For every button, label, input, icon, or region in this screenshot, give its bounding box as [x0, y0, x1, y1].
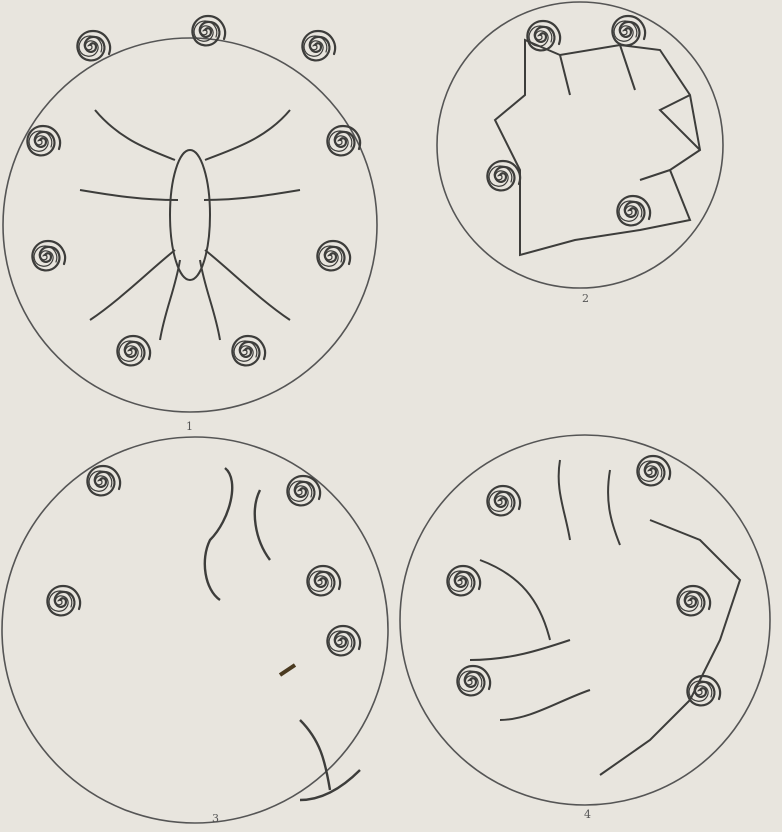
figure-2-disc — [437, 2, 723, 288]
figure-label-1: 1 — [186, 420, 193, 433]
figure-label-4: 4 — [584, 808, 591, 821]
figure-1-disc — [3, 16, 377, 412]
figure-label-3: 3 — [212, 812, 219, 825]
figure-4-disc — [400, 435, 770, 805]
figure-label-2: 2 — [582, 292, 589, 305]
figure-3-disc — [2, 437, 388, 823]
